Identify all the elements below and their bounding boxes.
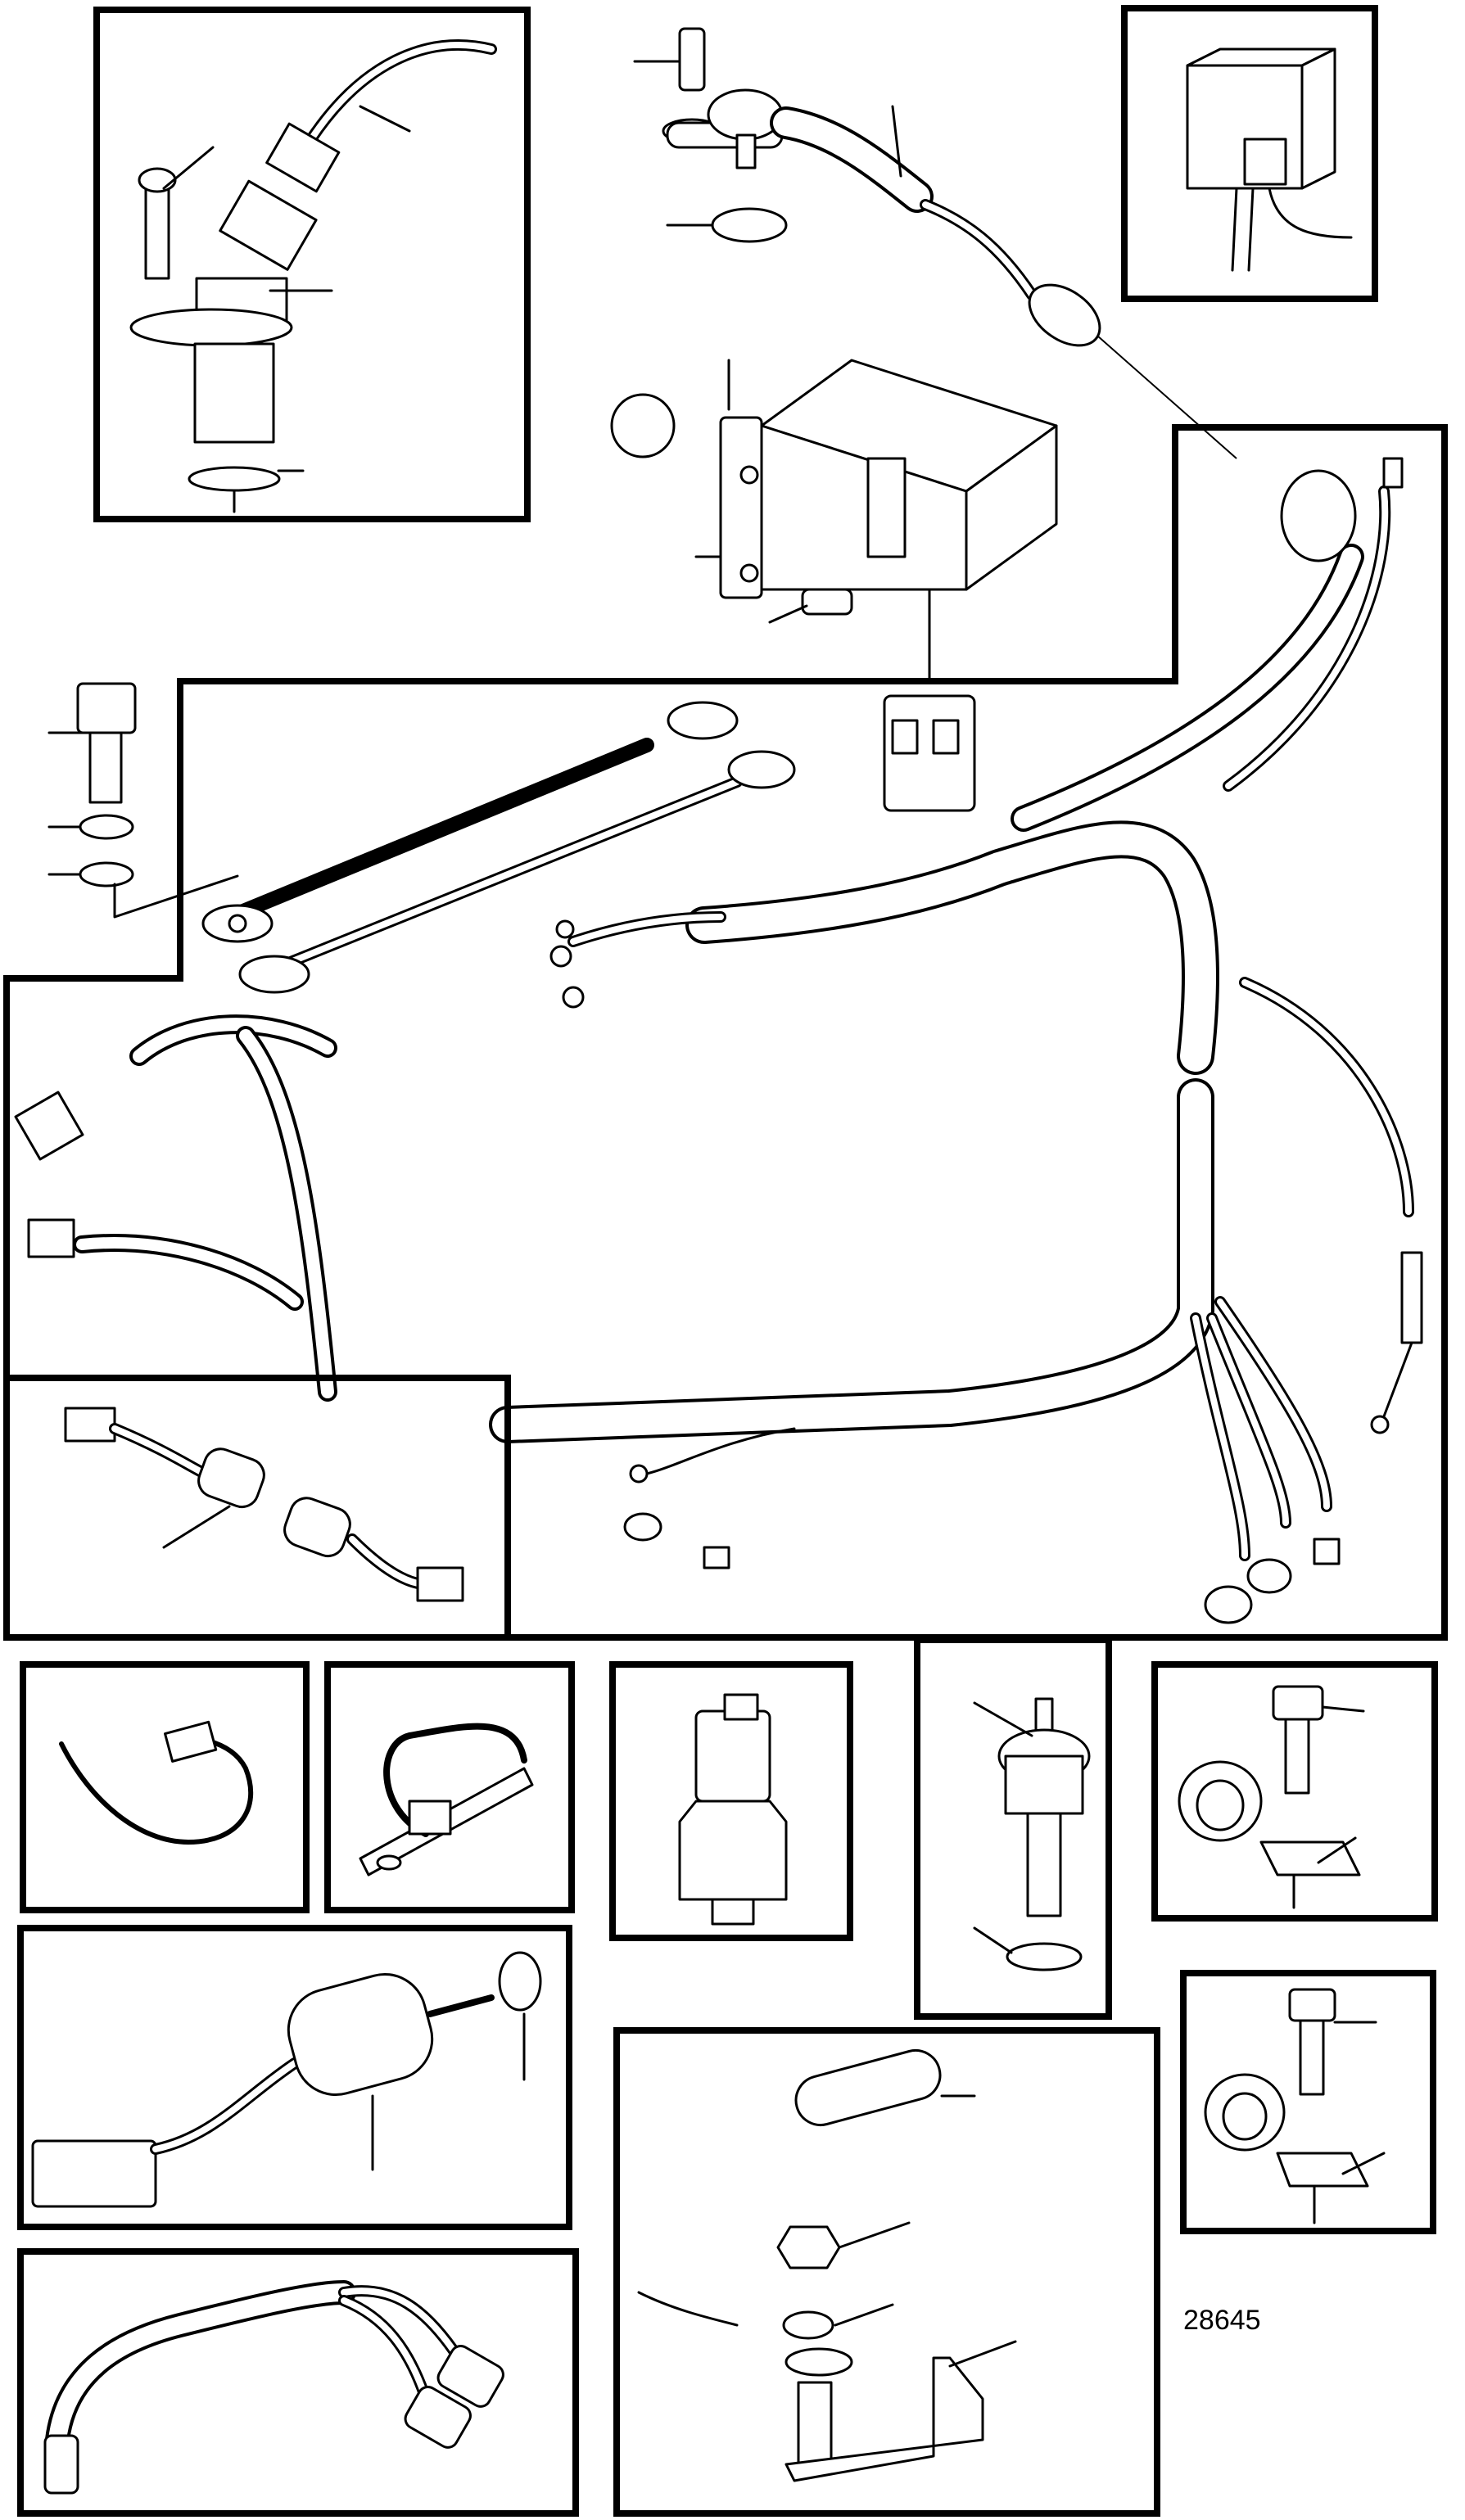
reference-circle xyxy=(610,393,676,458)
figure-number: 28645 xyxy=(1183,2305,1261,2336)
panel-relay xyxy=(1121,5,1378,302)
panel-p-clamp xyxy=(1151,1661,1438,1922)
panel-y-harness xyxy=(17,2248,579,2517)
panel-ground-stud xyxy=(613,2027,1160,2517)
panel-cable-tie xyxy=(20,1661,310,1913)
panel-cable-clip xyxy=(324,1661,575,1913)
panel-speed-sensor xyxy=(93,7,531,522)
pressure-sensor-assembly xyxy=(633,27,1237,459)
panel-temp-sensor xyxy=(3,1375,511,1641)
panel-pressure-switch xyxy=(609,1661,853,1941)
panel-p-clamp-2 xyxy=(1180,1970,1436,2234)
panel-main-harness xyxy=(3,424,1448,1641)
control-unit xyxy=(694,359,1058,681)
panel-temp-sender xyxy=(914,1637,1112,2020)
panel-fuel-valve xyxy=(17,1925,572,2230)
